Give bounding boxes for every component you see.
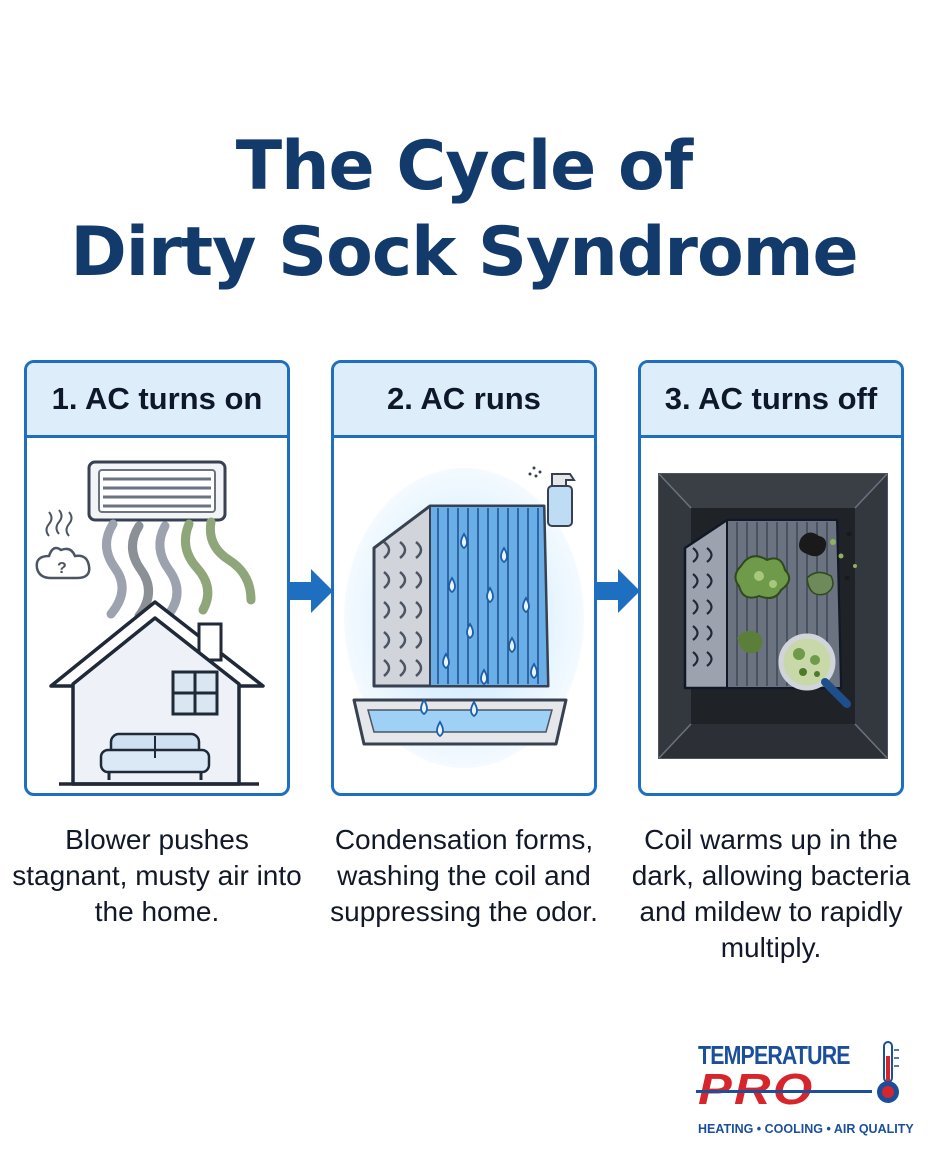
page-title: The Cycle of Dirty Sock Syndrome	[0, 124, 928, 296]
logo-tagline: HEATING • COOLING • AIR QUALITY	[698, 1122, 914, 1136]
step-3-caption: Coil warms up in the dark, allowing bact…	[631, 824, 911, 963]
magnifier-icon	[778, 633, 851, 708]
arrow-right-icon	[287, 569, 333, 613]
temperature-pro-logo: TEMPERATURE PRO HEATING • COOLING • AIR …	[694, 1040, 914, 1140]
logo-wordmark-pro: PRO	[698, 1065, 815, 1114]
arrow-right-icon	[594, 569, 640, 613]
title-line-1: The Cycle of	[235, 126, 694, 206]
wet-coil-icon	[344, 466, 584, 768]
title-line-2: Dirty Sock Syndrome	[70, 212, 858, 292]
moldy-coil-icon	[658, 473, 888, 759]
step-2-heading: 2. AC runs	[334, 363, 594, 438]
step-2-panel: 2. AC runs	[331, 360, 597, 796]
ac-vent-house-icon: ?	[35, 460, 265, 786]
spray-bottle-icon	[528, 466, 576, 527]
step-1-caption: Blower pushes stagnant, musty air into t…	[12, 824, 302, 927]
step-1-panel: 1. AC turns on ?	[24, 360, 290, 796]
step-3-heading: 3. AC turns off	[641, 363, 901, 438]
step-2-caption: Condensation forms, washing the coil and…	[330, 824, 598, 927]
thermometer-icon	[877, 1041, 899, 1103]
svg-text:?: ?	[57, 560, 67, 577]
step-1-heading: 1. AC turns on	[27, 363, 287, 438]
logo-wordmark-top: TEMPERATURE	[698, 1040, 850, 1070]
logo-divider	[696, 1090, 872, 1093]
step-3-panel: 3. AC turns off	[638, 360, 904, 796]
